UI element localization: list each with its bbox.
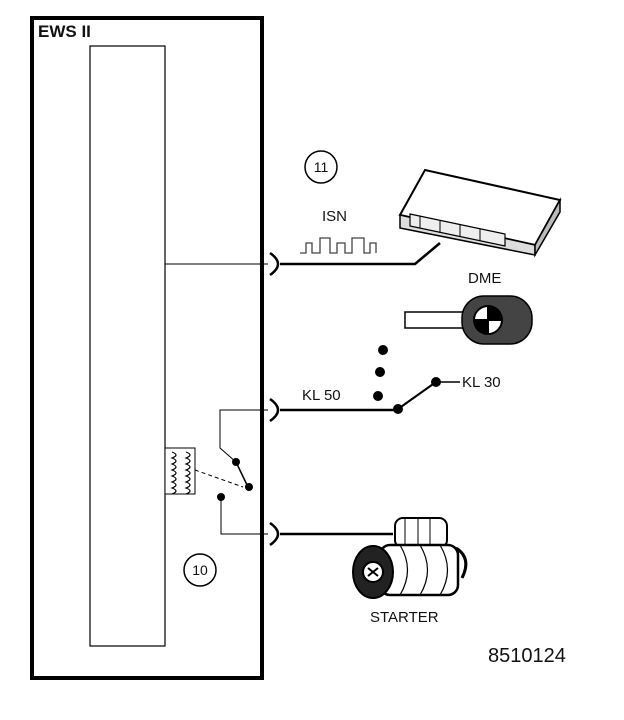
isn-wire xyxy=(280,242,441,266)
relay-output-wire xyxy=(220,497,268,535)
relay-coil xyxy=(164,447,196,495)
key-icon xyxy=(404,295,533,345)
switch-contact-dot xyxy=(378,345,388,355)
ews-inner-panel xyxy=(89,45,166,647)
kl50-label: KL 50 xyxy=(302,387,341,404)
ews-module-frame xyxy=(30,16,264,680)
switch-contact-dot xyxy=(375,367,385,377)
module-title: EWS II xyxy=(38,22,91,41)
switch-contact-dot xyxy=(373,391,383,401)
isn-connector xyxy=(269,251,280,277)
dme-label: DME xyxy=(468,270,501,287)
callout-11-number: 11 xyxy=(314,159,329,175)
relay-contact-dot xyxy=(232,458,240,466)
kl50-connector xyxy=(269,397,280,423)
ignition-switch-lever xyxy=(397,381,437,410)
relay-coil-link xyxy=(194,469,244,488)
dme-unit-illustration xyxy=(398,168,562,258)
kl30-label: KL 30 xyxy=(462,374,501,391)
starter-connector xyxy=(269,521,280,547)
relay-contact-arm xyxy=(235,461,249,488)
starter-label: STARTER xyxy=(370,609,439,626)
isn-pulse-waveform xyxy=(300,237,377,254)
relay-contact-dot xyxy=(245,483,253,491)
callout-11 xyxy=(304,150,338,184)
callout-10 xyxy=(183,553,217,587)
starter-motor-illustration xyxy=(352,517,468,599)
callout-10-number: 10 xyxy=(192,562,208,578)
figure-code: 8510124 xyxy=(488,645,566,667)
relay-input-wire xyxy=(219,409,268,463)
isn-label: ISN xyxy=(322,208,347,225)
